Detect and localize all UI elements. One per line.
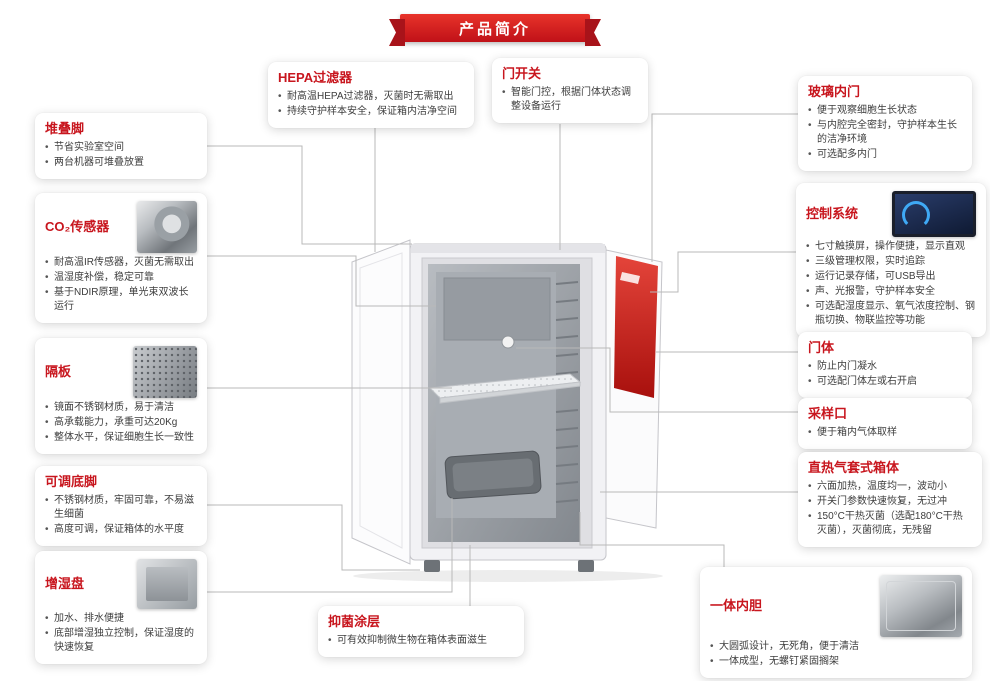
foot-left <box>424 560 440 572</box>
feature-item: 耐高温IR传感器，灭菌无需取出 <box>45 256 197 270</box>
feature-item: 可有效抑制微生物在箱体表面滋生 <box>328 634 514 648</box>
callout-co2-sensor: CO₂传感器 耐高温IR传感器，灭菌无需取出 温湿度补偿，稳定可靠 基于NDIR… <box>35 193 207 323</box>
page-title-banner: 产品简介 <box>400 14 590 42</box>
callout-antibacterial-coating: 抑菌涂层 可有效抑制微生物在箱体表面滋生 <box>318 606 524 657</box>
feature-list: 可有效抑制微生物在箱体表面滋生 <box>328 634 514 648</box>
liner-photo <box>880 575 962 637</box>
feature-item: 加水、排水便捷 <box>45 612 197 626</box>
callout-title: 控制系统 <box>806 205 859 221</box>
feature-item: 持续守护样本安全，保证箱内洁净空间 <box>278 105 464 119</box>
incubator-illustration <box>351 239 663 582</box>
callout-header: 隔板 <box>45 346 197 398</box>
callout-title: 门体 <box>808 340 835 355</box>
feature-list: 七寸触摸屏，操作便捷，显示直观 三级管理权限，实时追踪 运行记录存储，可USB导… <box>806 240 976 328</box>
feature-item: 声、光报警，守护样本安全 <box>806 285 976 299</box>
callout-title: HEPA过滤器 <box>278 70 353 85</box>
callout-stacking-feet: 堆叠脚 节省实验室空间 两台机器可堆叠放置 <box>35 113 207 179</box>
feature-list: 节省实验室空间 两台机器可堆叠放置 <box>45 141 197 170</box>
floor-shadow <box>353 570 663 582</box>
callout-title: 可调底脚 <box>45 474 98 489</box>
callout-glass-inner-door: 玻璃内门 便于观察细胞生长状态 与内腔完全密封，守护样本生长的洁净环境 可选配多… <box>798 76 972 171</box>
feature-item: 一体成型，无螺钉紧固搁架 <box>710 655 962 669</box>
feature-item: 底部增湿独立控制，保证湿度的快速恢复 <box>45 627 197 655</box>
callout-header: 控制系统 <box>806 191 976 237</box>
feature-item: 高承载能力，承重可达20Kg <box>45 416 197 430</box>
feature-item: 温湿度补偿，稳定可靠 <box>45 271 197 285</box>
callout-control-system: 控制系统 七寸触摸屏，操作便捷，显示直观 三级管理权限，实时追踪 运行记录存储，… <box>796 183 986 337</box>
fan-housing <box>443 277 551 341</box>
water-tray <box>444 450 542 500</box>
control-column-display <box>620 272 640 284</box>
feature-list: 镜面不锈钢材质，易于清洁 高承载能力，承重可达20Kg 整体水平，保证细胞生长一… <box>45 401 197 445</box>
feature-item: 耐高温HEPA过滤器，灭菌时无需取出 <box>278 90 464 104</box>
feature-item: 节省实验室空间 <box>45 141 197 155</box>
feature-item: 便于观察细胞生长状态 <box>808 104 962 118</box>
sampling-knob <box>501 335 515 349</box>
feature-list: 加水、排水便捷 底部增湿独立控制，保证湿度的快速恢复 <box>45 612 197 655</box>
feature-item: 可选配多内门 <box>808 148 962 162</box>
feature-list: 大圆弧设计，无死角，便于清洁 一体成型，无螺钉紧固搁架 <box>710 640 962 669</box>
callout-integrated-liner: 一体内胆 大圆弧设计，无死角，便于清洁 一体成型，无螺钉紧固搁架 <box>700 567 972 678</box>
cabinet-top-edge <box>411 244 605 253</box>
feature-item: 六面加热，温度均一，波动小 <box>808 480 972 494</box>
page-title: 产品简介 <box>458 20 531 38</box>
feature-item: 可选配湿度显示、氧气浓度控制、钢瓶切换、物联监控等功能 <box>806 300 976 328</box>
callout-title: CO₂传感器 <box>45 218 110 234</box>
control-screen-photo <box>892 191 976 237</box>
feature-list: 便于箱内气体取样 <box>808 426 962 440</box>
feature-item: 三级管理权限，实时追踪 <box>806 255 976 269</box>
callout-hepa-filter: HEPA过滤器 耐高温HEPA过滤器，灭菌时无需取出 持续守护样本安全，保证箱内… <box>268 62 474 128</box>
callout-title: 一体内胆 <box>710 597 763 613</box>
feature-item: 便于箱内气体取样 <box>808 426 962 440</box>
callout-sampling-port: 采样口 便于箱内气体取样 <box>798 398 972 449</box>
callout-door-switch: 门开关 智能门控，根据门体状态调整设备运行 <box>492 58 648 123</box>
feature-list: 防止内门凝水 可选配门体左或右开启 <box>808 360 962 389</box>
feature-item: 开关门参数快速恢复，无过冲 <box>808 495 972 509</box>
feature-item: 不锈钢材质，牢固可靠，不易滋生细菌 <box>45 494 197 522</box>
callout-direct-heat-cabinet: 直热气套式箱体 六面加热，温度均一，波动小 开关门参数快速恢复，无过冲 150°… <box>798 452 982 547</box>
humidify-tray-photo <box>137 559 197 609</box>
feature-item: 整体水平，保证细胞生长一致性 <box>45 431 197 445</box>
feature-item: 七寸触摸屏，操作便捷，显示直观 <box>806 240 976 254</box>
foot-right <box>578 560 594 572</box>
feature-item: 镜面不锈钢材质，易于清洁 <box>45 401 197 415</box>
feature-list: 便于观察细胞生长状态 与内腔完全密封，守护样本生长的洁净环境 可选配多内门 <box>808 104 962 162</box>
callout-header: 增湿盘 <box>45 559 197 609</box>
shelf-photo <box>133 346 197 398</box>
callout-title: 增湿盘 <box>45 575 85 591</box>
feature-item: 运行记录存储，可USB导出 <box>806 270 976 284</box>
feature-item: 基于NDIR原理，单光束双波长运行 <box>45 286 197 314</box>
feature-item: 与内腔完全密封，守护样本生长的洁净环境 <box>808 119 962 147</box>
callout-title: 门开关 <box>502 66 542 81</box>
connector-glass-inner-door <box>651 113 798 262</box>
feature-list: 耐高温IR传感器，灭菌无需取出 温湿度补偿，稳定可靠 基于NDIR原理，单光束双… <box>45 256 197 314</box>
connector-control-system <box>650 251 798 293</box>
callout-title: 直热气套式箱体 <box>808 460 900 475</box>
callout-header: 一体内胆 <box>710 575 962 637</box>
feature-item: 防止内门凝水 <box>808 360 962 374</box>
feature-list: 耐高温HEPA过滤器，灭菌时无需取出 持续守护样本安全，保证箱内洁净空间 <box>278 90 464 119</box>
feature-item: 150°C干热灭菌（选配180°C干热灭菌），灭菌彻底，无残留 <box>808 510 972 538</box>
feature-item: 智能门控，根据门体状态调整设备运行 <box>502 86 638 114</box>
left-door <box>351 239 411 565</box>
feature-item: 高度可调，保证箱体的水平度 <box>45 523 197 537</box>
callout-title: 玻璃内门 <box>808 84 861 99</box>
feature-item: 大圆弧设计，无死角，便于清洁 <box>710 640 962 654</box>
feature-list: 六面加热，温度均一，波动小 开关门参数快速恢复，无过冲 150°C干热灭菌（选配… <box>808 480 972 538</box>
callout-door-body: 门体 防止内门凝水 可选配门体左或右开启 <box>798 332 972 398</box>
callout-header: CO₂传感器 <box>45 201 197 253</box>
callout-title: 堆叠脚 <box>45 121 85 136</box>
feature-item: 可选配门体左或右开启 <box>808 375 962 389</box>
feature-list: 智能门控，根据门体状态调整设备运行 <box>502 86 638 114</box>
co2-sensor-photo <box>137 201 197 253</box>
callout-title: 抑菌涂层 <box>328 614 381 629</box>
callout-title: 隔板 <box>45 363 72 379</box>
callout-adjustable-feet: 可调底脚 不锈钢材质，牢固可靠，不易滋生细菌 高度可调，保证箱体的水平度 <box>35 466 207 546</box>
feature-list: 不锈钢材质，牢固可靠，不易滋生细菌 高度可调，保证箱体的水平度 <box>45 494 197 537</box>
callout-humidify-tray: 增湿盘 加水、排水便捷 底部增湿独立控制，保证湿度的快速恢复 <box>35 551 207 664</box>
callout-shelf: 隔板 镜面不锈钢材质，易于清洁 高承载能力，承重可达20Kg 整体水平，保证细胞… <box>35 338 207 454</box>
feature-item: 两台机器可堆叠放置 <box>45 156 197 170</box>
callout-title: 采样口 <box>808 406 848 421</box>
